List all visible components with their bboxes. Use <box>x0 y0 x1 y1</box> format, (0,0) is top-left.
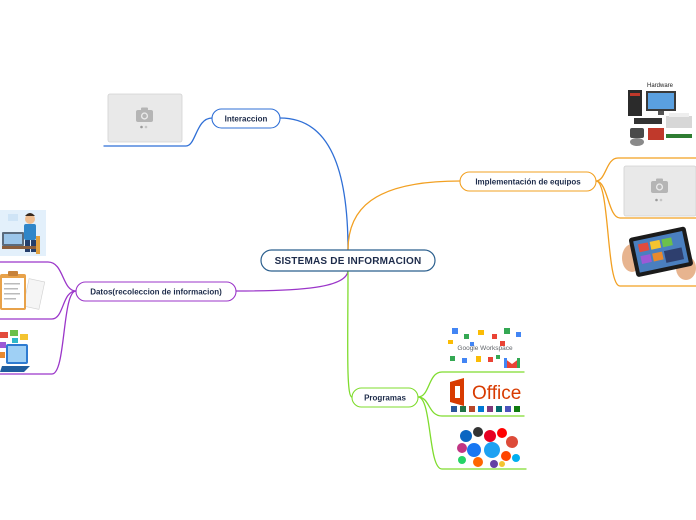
node-datos[interactable]: Datos(recoleccion de informacion) <box>75 281 237 302</box>
node-implementacion-label: Implementación de equipos <box>475 178 581 187</box>
google-workspace-caption: Google Workspace <box>457 345 513 352</box>
google-apps-icon <box>448 328 521 346</box>
office-image: Office <box>450 378 521 412</box>
connector-implementacion-tablet <box>595 180 696 287</box>
office-apps-row-icon <box>451 406 520 412</box>
connector-programas <box>347 269 353 398</box>
tablet-image <box>622 226 696 280</box>
office-logo-icon <box>450 378 464 406</box>
office-caption: Office <box>472 383 521 404</box>
hardware-image: Hardware <box>628 83 692 146</box>
connector-implementacion-placeholder <box>595 180 696 219</box>
google-apps-row-icon <box>450 355 500 363</box>
connector-implementacion <box>347 180 461 251</box>
camera-icon <box>136 107 153 122</box>
root-node-label: SISTEMAS DE INFORMACION <box>275 256 422 267</box>
connector-programas-office <box>417 396 525 417</box>
node-interaccion[interactable]: Interaccion <box>211 108 281 129</box>
connector-interaccion-image <box>103 117 213 147</box>
node-interaccion-label: Interaccion <box>225 115 268 124</box>
connector-interaccion <box>279 117 349 251</box>
connector-datos-office-worker <box>0 261 77 292</box>
image-placeholder-interaccion <box>107 93 183 143</box>
hardware-caption: Hardware <box>647 83 674 89</box>
node-datos-label: Datos(recoleccion de informacion) <box>90 288 222 297</box>
connector-datos-clipboard <box>0 290 77 320</box>
image-placeholder-implementacion <box>623 165 696 217</box>
connector-programas-social <box>417 396 527 470</box>
root-node[interactable]: SISTEMAS DE INFORMACION <box>260 249 436 272</box>
connector-implementacion-hardware <box>595 157 696 182</box>
node-programas-label: Programas <box>364 394 406 403</box>
google-workspace-image: Google Workspace <box>448 328 521 368</box>
connectors <box>0 117 696 470</box>
node-programas[interactable]: Programas <box>351 387 419 408</box>
connector-datos <box>235 269 349 292</box>
office-worker-image <box>0 210 46 256</box>
camera-icon <box>651 178 668 193</box>
devices-data-image <box>0 330 30 372</box>
social-media-icon <box>457 427 520 468</box>
gmail-icon <box>504 358 520 368</box>
connector-datos-devices <box>0 290 77 375</box>
connector-programas-google <box>417 371 525 398</box>
clipboard-image <box>0 271 46 310</box>
node-implementacion[interactable]: Implementación de equipos <box>459 171 597 192</box>
